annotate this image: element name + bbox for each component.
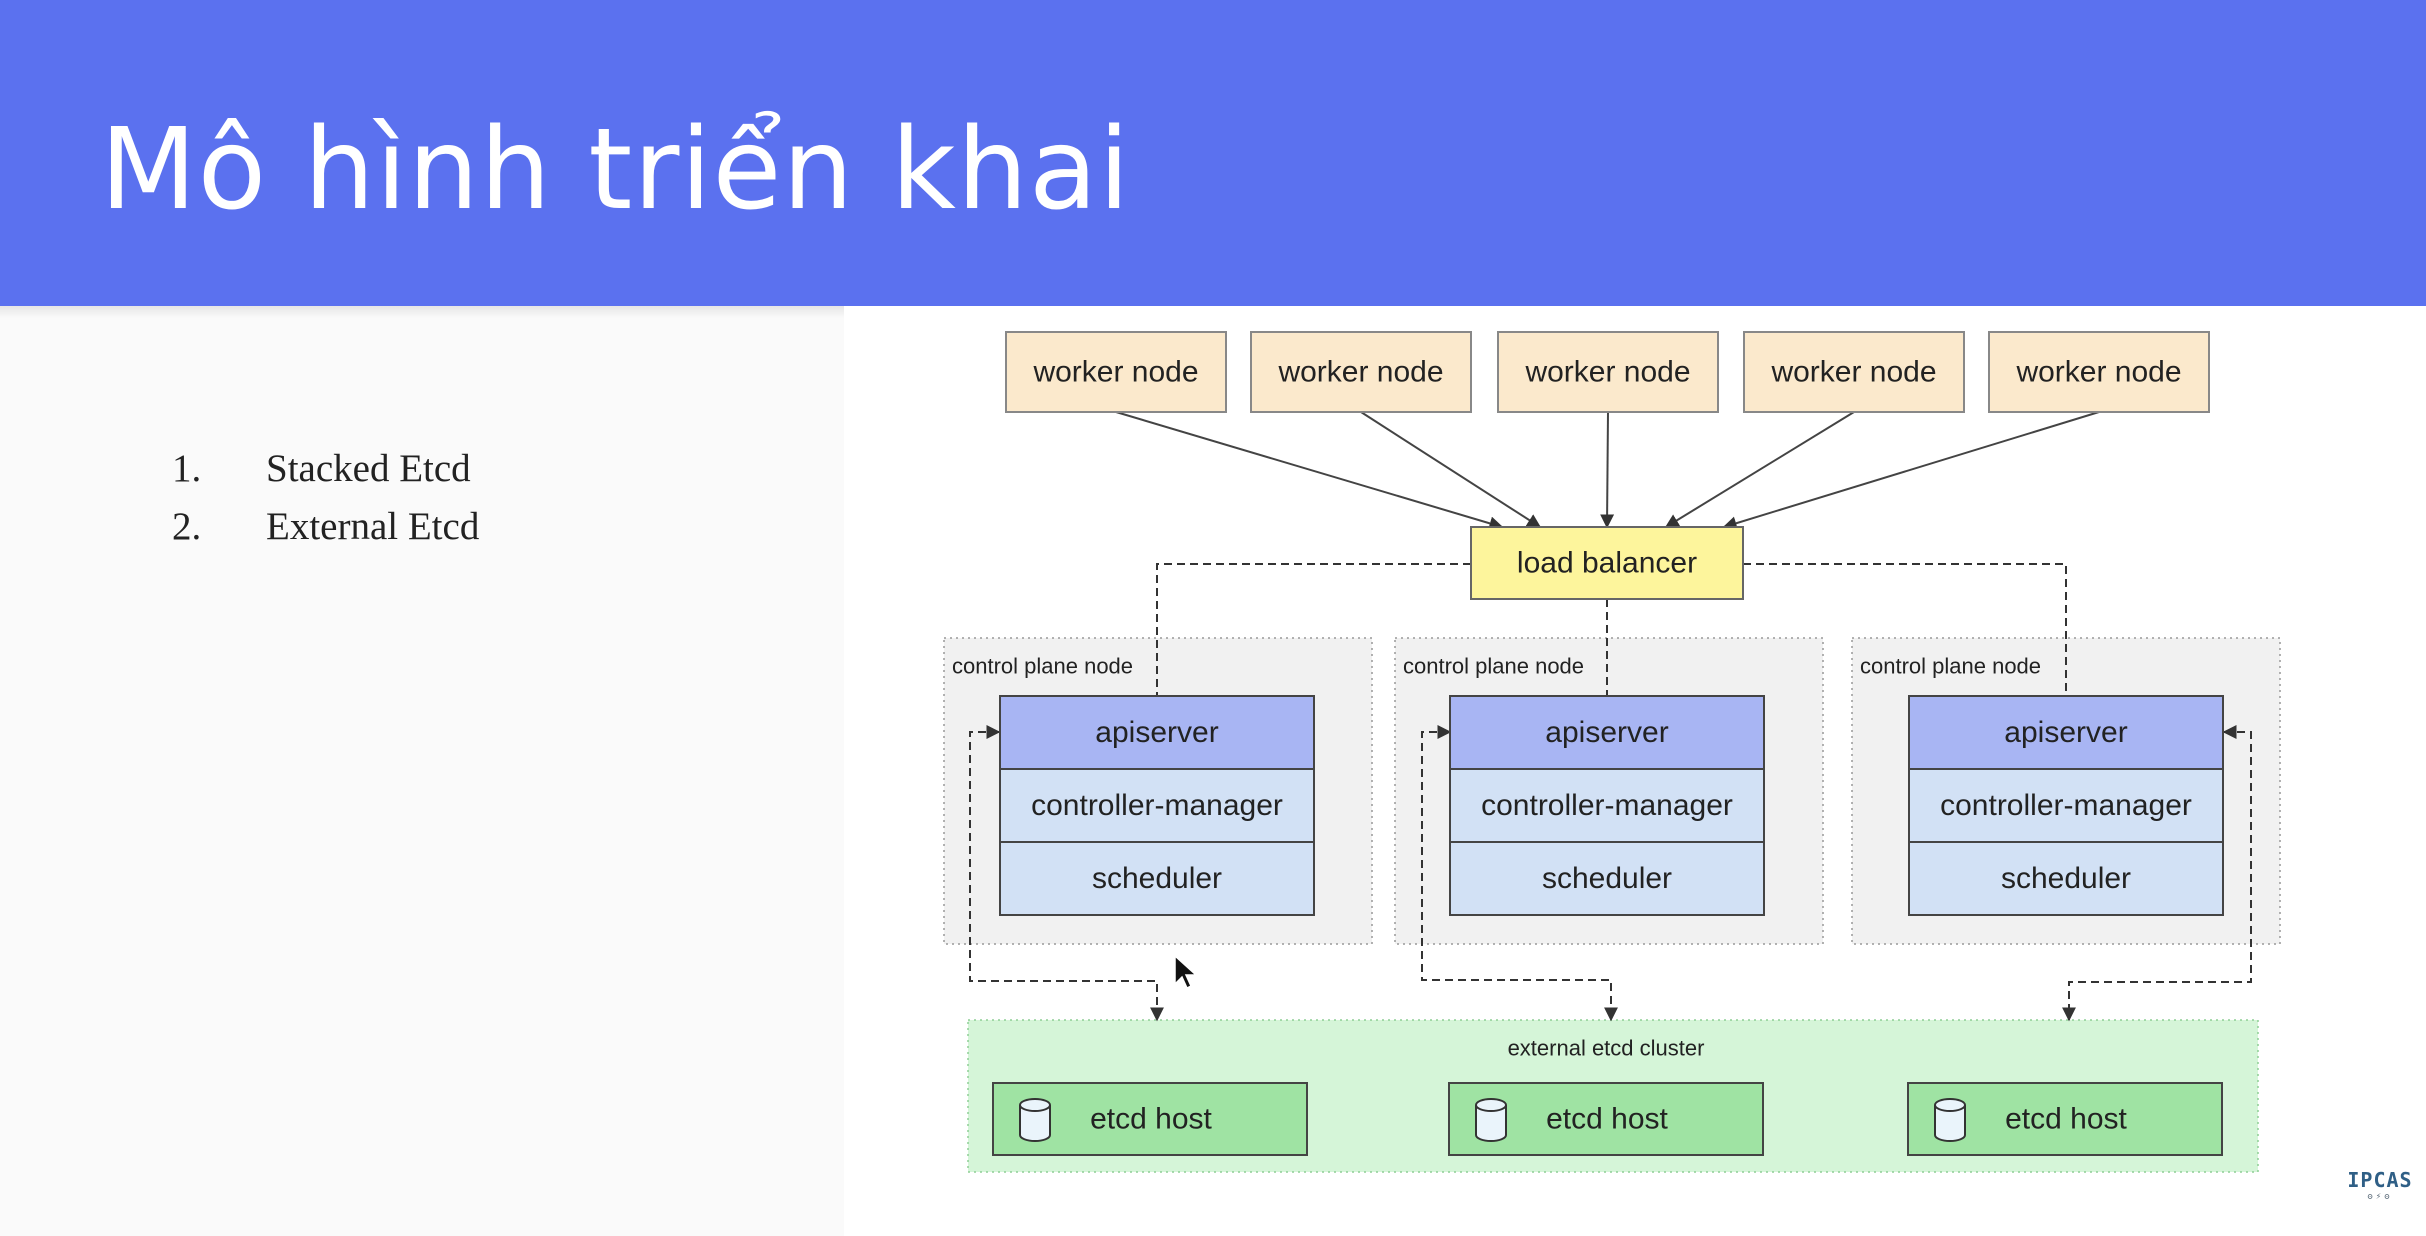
database-cylinder-icon [1475,1105,1507,1142]
external-etcd-cluster-label: external etcd cluster [1508,1036,1705,1061]
apiserver-box [999,695,1315,770]
list-item-number: 2. [172,505,202,548]
list-item-text: Stacked Etcd [266,447,471,490]
deployment-model-list: 1. Stacked Etcd 2. External Etcd [172,440,479,556]
worker-to-lb-arrow [1664,411,1855,528]
control-plane-node-label: control plane node [1403,654,1584,679]
apiserver-box [1908,695,2224,770]
apiserver-label: apiserver [1545,716,1668,749]
apiserver-label: apiserver [1095,716,1218,749]
worker-node-label: worker node [1032,356,1198,389]
worker-to-lb-arrow [1600,411,1615,529]
scheduler-box [1908,841,2224,916]
etcd-host-label: etcd host [1090,1103,1212,1136]
database-cylinder-top-icon [1934,1098,1966,1112]
list-item: 2. External Etcd [172,498,479,556]
worker-to-lb-arrow [1360,411,1542,528]
control-plane-node-label: control plane node [1860,654,2041,679]
diagram-panel: control plane node control plane node cont… [844,306,2426,1236]
list-item-text: External Etcd [266,505,480,548]
database-cylinder-icon [1934,1105,1966,1142]
list-item-number: 1. [172,447,202,490]
worker-node-box [1497,331,1719,413]
scheduler-label: scheduler [1542,862,1672,895]
worker-node-box [1988,331,2210,413]
scheduler-label: scheduler [1092,862,1222,895]
ipcas-logo: IPCAS ʘ⚡ʘ [2342,1168,2418,1202]
worker-node-label: worker node [1524,356,1690,389]
lb-to-apiserver-link [1743,563,2067,696]
controller-manager-box [1449,768,1765,843]
controller-manager-box [1908,768,2224,843]
worker-node-box [1743,331,1965,413]
slide-title: Mô hình triển khai [100,105,1131,235]
external-etcd-topology-diagram: control plane node control plane node cont… [943,331,2281,1173]
apiserver-box [1449,695,1765,770]
header-shadow [0,306,844,318]
lb-to-apiserver-link [1156,563,1471,696]
list-item: 1. Stacked Etcd [172,440,479,498]
worker-to-lb-arrow [1722,411,2100,530]
etcd-host-label: etcd host [2005,1103,2127,1136]
worker-node-label: worker node [1277,356,1443,389]
logo-text: IPCAS [2347,1168,2413,1192]
scheduler-label: scheduler [2001,862,2131,895]
logo-mark-icon: ʘ⚡ʘ [2367,1192,2393,1202]
controller-manager-label: controller-manager [1940,789,2192,822]
controller-manager-box [999,768,1315,843]
apiserver-to-etcd-link [1421,725,1618,1022]
load-balancer-box [1470,526,1744,600]
worker-node-label: worker node [2015,356,2181,389]
worker-node-box [1005,331,1227,413]
control-plane-node-label: control plane node [952,654,1133,679]
worker-node-box [1250,331,1472,413]
worker-to-lb-arrow [1115,411,1504,531]
worker-node-label: worker node [1770,356,1936,389]
apiserver-label: apiserver [2004,716,2127,749]
load-balancer-label: load balancer [1517,547,1697,580]
database-cylinder-top-icon [1019,1098,1051,1112]
slide-header: Mô hình triển khai [0,0,2426,306]
scheduler-box [1449,841,1765,916]
apiserver-to-etcd-link [969,725,1164,1022]
apiserver-to-etcd-link [2062,725,2252,1022]
controller-manager-label: controller-manager [1481,789,1733,822]
controller-manager-label: controller-manager [1031,789,1283,822]
etcd-host-label: etcd host [1546,1103,1668,1136]
database-cylinder-icon [1019,1105,1051,1142]
database-cylinder-top-icon [1475,1098,1507,1112]
scheduler-box [999,841,1315,916]
mouse-cursor-icon [1174,954,1198,990]
